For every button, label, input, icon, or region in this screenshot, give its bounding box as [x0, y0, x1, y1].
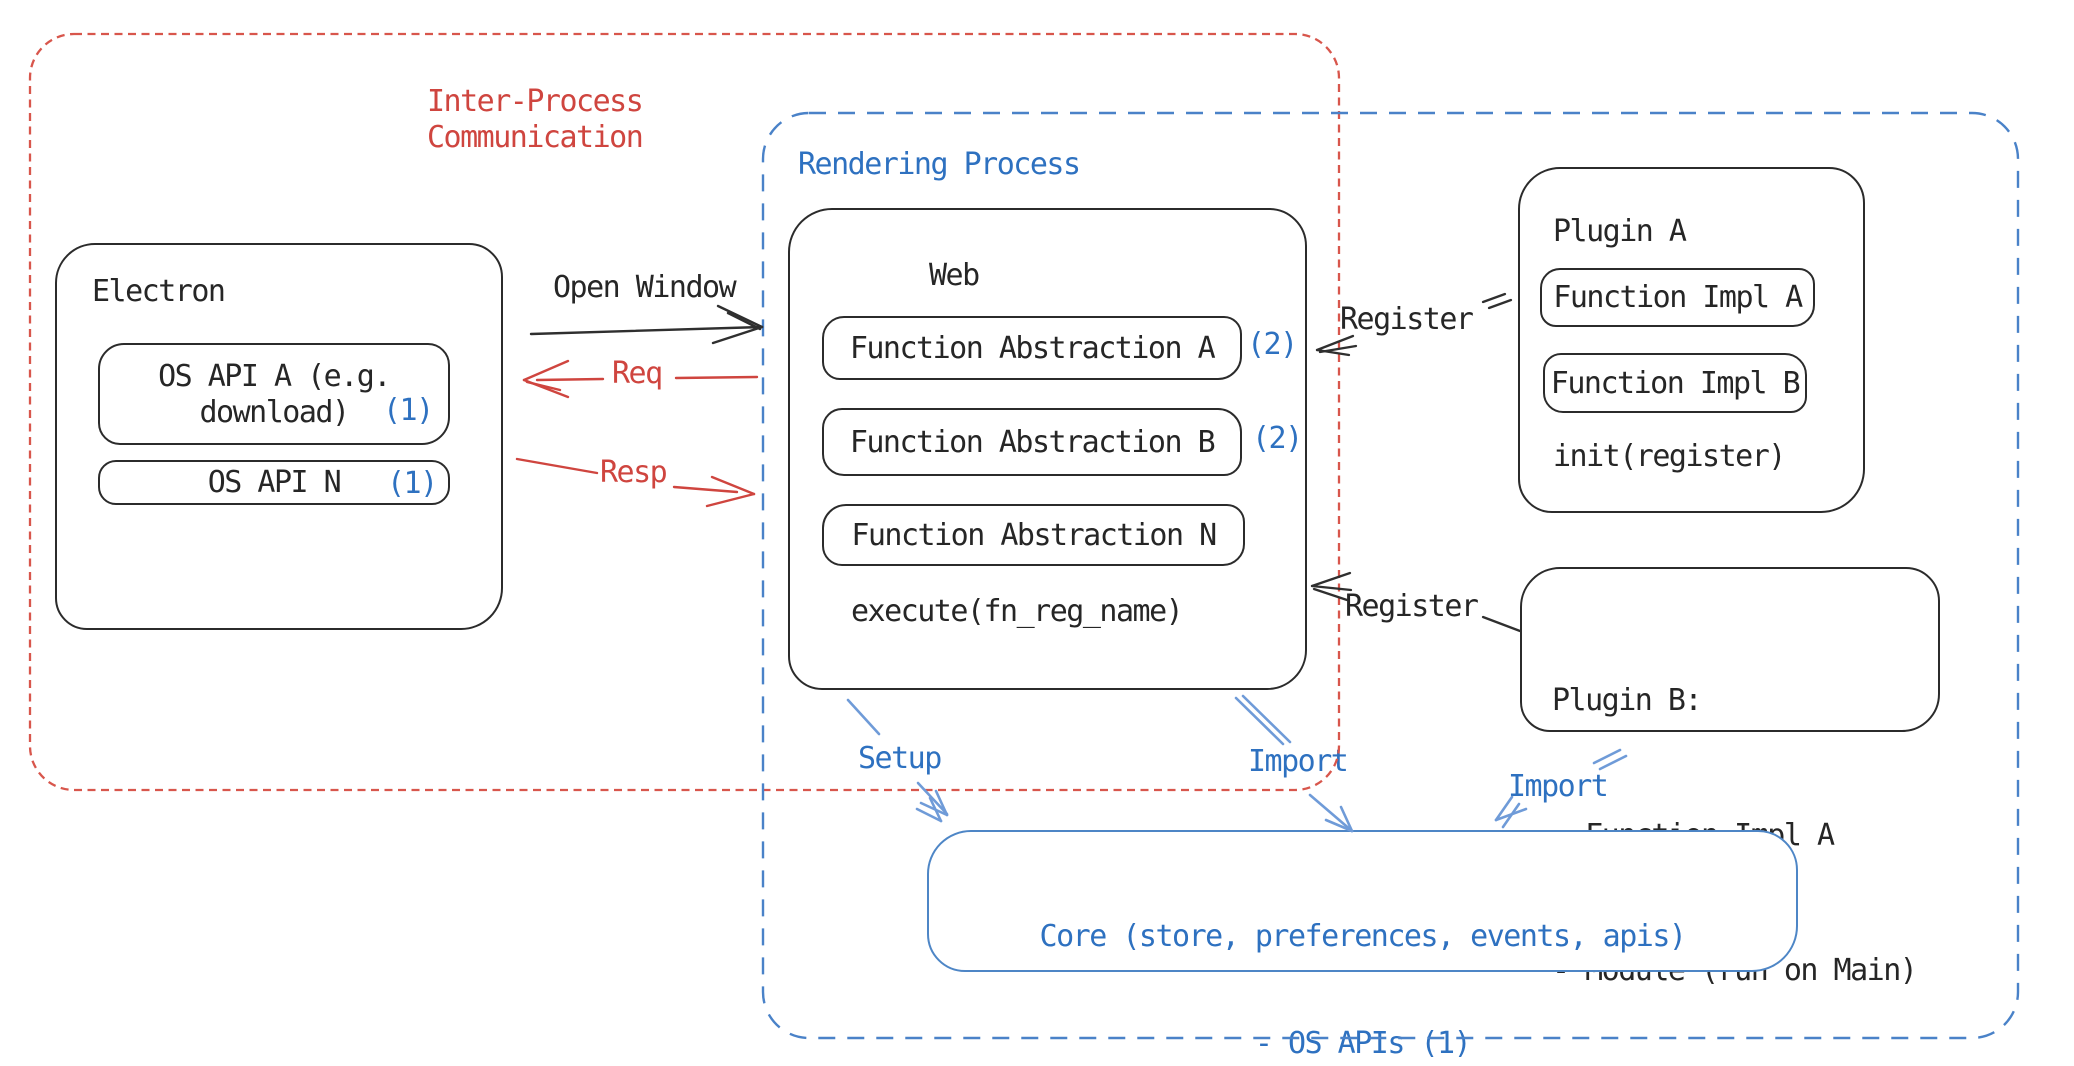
rendering-process-title: Rendering Process: [798, 147, 1081, 182]
function-abstraction-b-label: Function Abstraction B: [849, 424, 1216, 460]
function-impl-a-label: Function Impl A: [1553, 280, 1803, 315]
electron-label: Electron: [92, 274, 226, 309]
req-label: Req: [612, 356, 663, 391]
ipc-title-line1: Inter-Process: [427, 84, 644, 119]
function-impl-a-box: Function Impl A: [1540, 268, 1815, 327]
function-abstraction-a-badge: (2): [1247, 327, 1298, 362]
os-api-n-badge: (1): [387, 466, 438, 501]
ipc-title-line2: Communication: [427, 120, 644, 155]
import-right-label: Import: [1508, 769, 1609, 804]
execute-label: execute(fn_reg_name): [851, 594, 1184, 629]
register-top-label: Register: [1340, 302, 1474, 337]
register-bottom-label: Register: [1345, 589, 1479, 624]
os-api-a-badge: (1): [383, 393, 434, 428]
import-mid-label: Import: [1248, 744, 1349, 779]
function-abstraction-b-badge: (2): [1252, 421, 1303, 456]
function-abstraction-b-box: Function Abstraction B: [822, 408, 1242, 476]
function-abstraction-n-box: Function Abstraction N: [822, 504, 1245, 566]
open-window-arrow: [529, 304, 764, 345]
web-label: Web: [929, 258, 980, 293]
plugin-b-title: Plugin B:: [1552, 683, 1703, 718]
core-line1: Core (store, preferences, events, apis): [1039, 919, 1687, 954]
function-abstraction-n-label: Function Abstraction N: [851, 517, 1217, 553]
function-abstraction-a-label: Function Abstraction A: [849, 330, 1216, 366]
plugin-a-label: Plugin A: [1553, 214, 1687, 249]
core-text: Core (store, preferences, events, apis) …: [927, 848, 1798, 1066]
core-line2: - OS APIs (1): [1254, 1025, 1472, 1061]
function-impl-b-label: Function Impl B: [1550, 365, 1801, 401]
setup-label: Setup: [858, 741, 942, 776]
init-register-label: init(register): [1553, 439, 1786, 474]
os-api-n-label: OS API N: [207, 465, 342, 500]
function-abstraction-a-box: Function Abstraction A: [822, 316, 1242, 380]
function-impl-b-box: Function Impl B: [1543, 353, 1807, 413]
os-api-a-line1: OS API A (e.g.: [158, 359, 391, 394]
open-window-label: Open Window: [553, 270, 737, 305]
resp-label: Resp: [600, 455, 668, 490]
os-api-a-line2: download): [199, 395, 350, 430]
